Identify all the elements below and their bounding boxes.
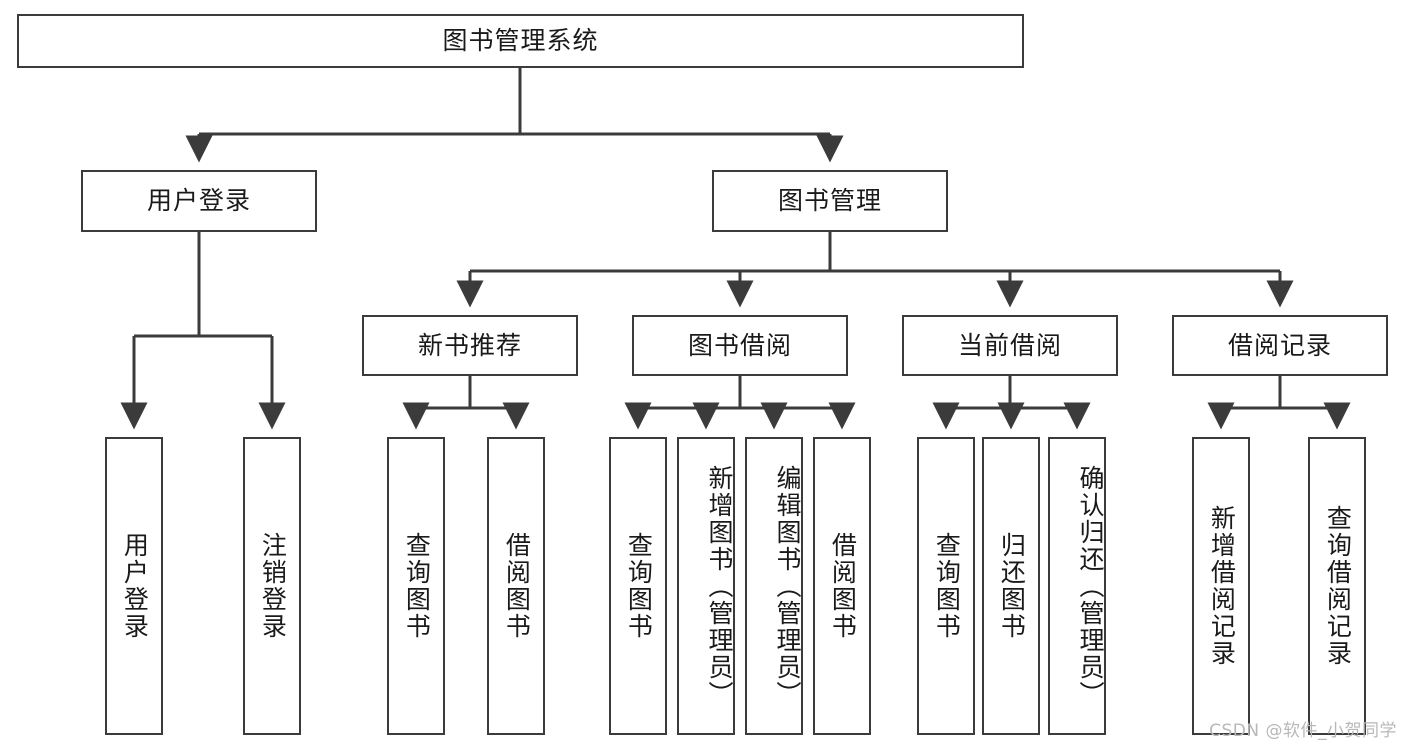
leaf-edit-book-label: 编辑图书（管理员） — [773, 464, 802, 708]
leaf-query-book-2-label: 查询图书 — [624, 532, 654, 640]
node-root[interactable]: 图书管理系统 — [17, 14, 1024, 68]
leaf-confirm-return[interactable]: 确认归还（管理员） — [1048, 437, 1106, 735]
node-current-borrow-label: 当前借阅 — [957, 330, 1062, 360]
node-book-borrow-label: 图书借阅 — [687, 330, 792, 360]
leaf-query-book-2[interactable]: 查询图书 — [609, 437, 667, 735]
leaf-add-record-label: 新增借阅记录 — [1207, 505, 1237, 667]
leaf-query-record[interactable]: 查询借阅记录 — [1308, 437, 1366, 735]
leaf-query-book-3-label: 查询图书 — [932, 532, 962, 640]
leaf-query-book-3[interactable]: 查询图书 — [917, 437, 975, 735]
leaf-logout-login[interactable]: 注销登录 — [243, 437, 301, 735]
leaf-add-book[interactable]: 新增图书（管理员） — [677, 437, 735, 735]
node-book-borrow[interactable]: 图书借阅 — [632, 315, 848, 376]
leaf-query-book-1[interactable]: 查询图书 — [387, 437, 445, 735]
leaf-borrow-book-2[interactable]: 借阅图书 — [813, 437, 871, 735]
leaf-borrow-book-2-label: 借阅图书 — [828, 532, 858, 640]
leaf-user-login[interactable]: 用户登录 — [105, 437, 163, 735]
csdn-watermark: CSDN @软件_小贺同学 — [1209, 721, 1397, 741]
node-new-book-recommend-label: 新书推荐 — [417, 330, 522, 360]
node-new-book-recommend[interactable]: 新书推荐 — [362, 315, 578, 376]
leaf-borrow-book-1-label: 借阅图书 — [502, 532, 532, 640]
leaf-user-login-label: 用户登录 — [120, 532, 150, 640]
leaf-edit-book[interactable]: 编辑图书（管理员） — [745, 437, 803, 735]
leaf-query-record-label: 查询借阅记录 — [1323, 505, 1353, 667]
node-current-borrow[interactable]: 当前借阅 — [902, 315, 1118, 376]
leaf-add-record[interactable]: 新增借阅记录 — [1192, 437, 1250, 735]
node-user-login[interactable]: 用户登录 — [81, 170, 317, 232]
node-borrow-record[interactable]: 借阅记录 — [1172, 315, 1388, 376]
node-borrow-record-label: 借阅记录 — [1227, 330, 1332, 360]
node-user-login-label: 用户登录 — [146, 186, 251, 215]
leaf-add-book-label: 新增图书（管理员） — [705, 464, 734, 708]
leaf-query-book-1-label: 查询图书 — [402, 532, 432, 640]
node-book-manage[interactable]: 图书管理 — [712, 170, 948, 232]
leaf-borrow-book-1[interactable]: 借阅图书 — [487, 437, 545, 735]
node-root-label: 图书管理系统 — [442, 26, 599, 55]
leaf-return-book-label: 归还图书 — [997, 532, 1027, 640]
leaf-confirm-return-label: 确认归还（管理员） — [1076, 464, 1105, 708]
leaf-logout-login-label: 注销登录 — [258, 532, 288, 640]
node-book-manage-label: 图书管理 — [777, 186, 882, 215]
leaf-return-book[interactable]: 归还图书 — [982, 437, 1040, 735]
